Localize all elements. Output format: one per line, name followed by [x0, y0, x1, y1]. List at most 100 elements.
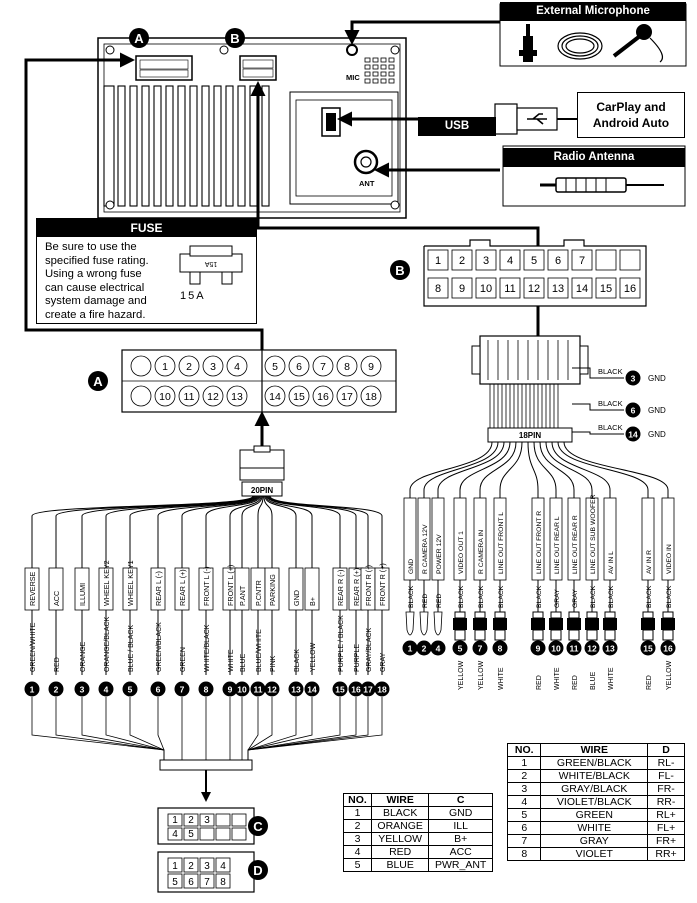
harness-a-wire: [266, 495, 341, 517]
harness-a-wire: [247, 697, 383, 760]
harness-b-color: RED: [436, 594, 443, 608]
harness-a-num-badge: [74, 681, 90, 697]
connector-b-pin: [571, 249, 593, 271]
table-c-cell: YELLOW: [371, 832, 430, 846]
table-d-cell: 3: [506, 782, 542, 796]
harness-a-num-badge: [24, 681, 40, 697]
badge-c: C: [248, 816, 268, 836]
gnd-num: 3: [631, 374, 636, 384]
rca-plug: [494, 629, 506, 641]
harness-b-num: 16: [663, 644, 673, 654]
vent-rib: [117, 85, 126, 207]
connector-b-pin: [523, 277, 545, 299]
harness-a-func: ACC: [52, 591, 61, 606]
harness-b-num-badge: [416, 640, 432, 656]
table-d-cell: WHITE: [540, 821, 649, 835]
gnd-num: 14: [628, 430, 638, 440]
gnd-num-badge: [625, 370, 641, 386]
harness-a-num: 16: [351, 685, 361, 695]
harness-a-func: FRONT L (+): [226, 565, 235, 606]
connector-b-pin: [451, 249, 473, 271]
connector-a-pin: [312, 385, 334, 407]
harness-a-func: ILLUMI: [78, 583, 87, 606]
table-d-header: WIRE: [540, 743, 649, 757]
harness-b-func: VIDEO IN: [666, 544, 673, 574]
badge-d-letter: D: [253, 863, 262, 878]
harness-b-wire: [527, 441, 539, 491]
harness-a-num: 17: [363, 685, 373, 695]
harness-a-wire: [247, 697, 259, 760]
harness-b-color: BLACK: [478, 585, 485, 608]
harness-a-wire: [129, 495, 258, 517]
harness-a-wire: [181, 495, 260, 517]
harness-a-color: ORANGE: [80, 641, 87, 672]
harness-b-num: 10: [551, 644, 561, 654]
connector-a-pin-label: 18: [365, 391, 377, 403]
harness-a-num: 4: [104, 685, 109, 695]
harness-a-wire: [105, 697, 165, 760]
table-c-header: NO.: [342, 793, 373, 807]
gnd-num-badge: [625, 402, 641, 418]
connector-c-pin-label: 5: [188, 829, 194, 840]
harness-a-func: P.CNTR: [254, 580, 263, 606]
connector-a-pin: [154, 355, 176, 377]
harness-a-num: 6: [156, 685, 161, 695]
harness-a-func: FRONT R (+): [378, 563, 387, 606]
connector-c-pin: [215, 827, 231, 841]
connector-a-pin: [130, 385, 152, 407]
vent-hole: [364, 71, 371, 77]
table-d-cell: GRAY/BLACK: [540, 782, 649, 796]
harness-a-num-badge: [48, 681, 64, 697]
harness-b-wire: [533, 441, 557, 491]
bare-wire-plug: [419, 611, 429, 636]
connector-d-pin-label: 7: [204, 877, 210, 888]
harness-a-wire: [247, 697, 273, 760]
table-d-cell: RL-: [647, 756, 685, 770]
harness-b-num: 9: [536, 644, 541, 654]
harness-a-wire: [267, 495, 357, 517]
harness-b-num: 2: [422, 644, 427, 654]
harness-a-wire: [264, 495, 297, 517]
table-d-cell: FL-: [647, 769, 685, 783]
connector-a-pin: [226, 355, 248, 377]
gnd-wire: [572, 367, 624, 379]
connector-b-pin-label: 11: [504, 283, 515, 295]
vent-hole: [388, 78, 395, 84]
connector-c-pin-label: 2: [188, 815, 194, 826]
fuse-text: Be sure to use the specified fuse rating…: [45, 241, 149, 321]
connector-b-pin: [451, 277, 473, 299]
connector-a-pin-label: 4: [234, 361, 240, 373]
harness-a-color: PINK: [270, 655, 277, 672]
harness-b-func: LINE OUT FRONT R: [536, 511, 543, 574]
harness-b-num: 8: [498, 644, 503, 654]
head-unit-rear: [97, 37, 407, 219]
harness-a-num: 12: [267, 685, 277, 695]
harness-a-wire: [105, 495, 257, 517]
harness-a-func: REVERSE: [28, 571, 37, 606]
harness-b-func: R CAMERA IN: [478, 530, 485, 574]
harness-a-num-badge: [360, 681, 376, 697]
harness-b-num: 12: [587, 644, 597, 654]
harness-a-func: GND: [292, 590, 301, 606]
harness-a-color: GRAY: [380, 652, 387, 672]
fuse-mark: 15A: [204, 260, 217, 267]
connector-d-pin: [215, 873, 231, 889]
rca-plug: [531, 618, 545, 630]
connector-c-pin: [231, 827, 247, 841]
harness-a-num-badge: [234, 681, 250, 697]
connector-b-pin-label: 3: [483, 255, 489, 267]
harness-b-color: BLACK: [408, 585, 415, 608]
harness-b-color: BLACK: [498, 585, 505, 608]
harness-b-wire: [479, 441, 517, 491]
harness-b-num-badge: [472, 640, 488, 656]
harness-a-wire: [81, 697, 165, 760]
vent-hole: [388, 64, 395, 70]
connector-d-pin: [167, 873, 183, 889]
harness-a-color: RED: [54, 657, 61, 672]
harness-a-func: FRONT L (-): [202, 566, 211, 606]
harness-a-num: 11: [254, 685, 263, 695]
